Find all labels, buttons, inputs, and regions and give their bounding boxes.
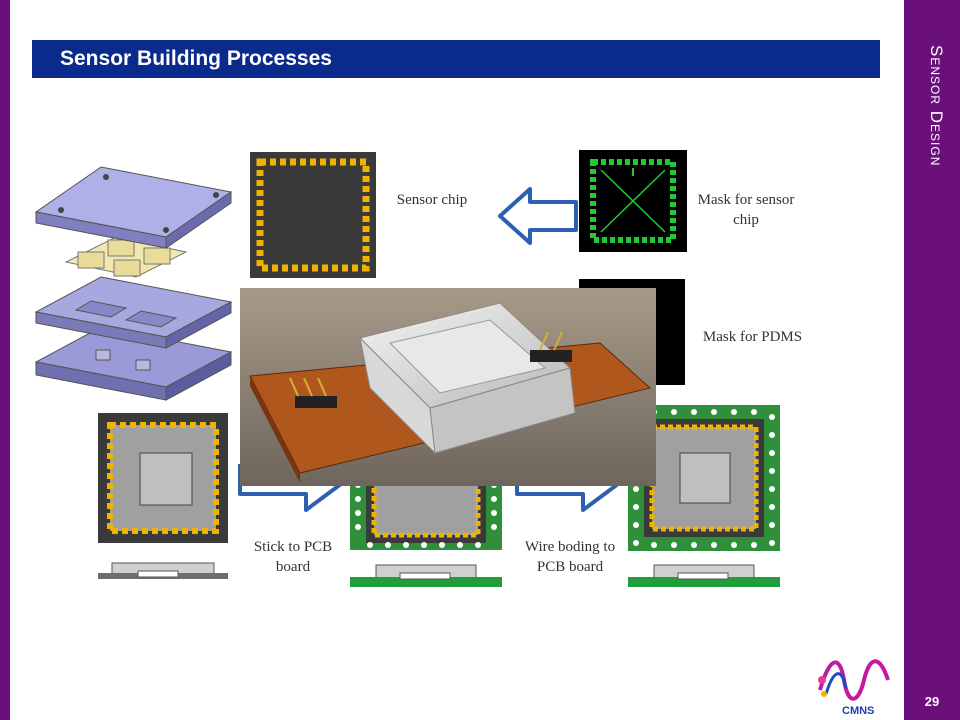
slide-title: Sensor Building Processes	[60, 47, 332, 70]
label-wire-bonding: Wire boding to PCB board	[524, 539, 616, 575]
cmns-logo-text: CMNS	[842, 705, 874, 717]
title-bar	[32, 40, 880, 78]
left-arrow-icon	[498, 187, 578, 245]
exploded-assembly-diagram	[16, 152, 246, 412]
label-stick-pcb: Stick to PCB board	[253, 539, 333, 575]
sensor-chip-image	[250, 152, 376, 278]
right-sidebar	[904, 0, 960, 720]
page-number: 29	[924, 694, 940, 709]
label-mask-pdms: Mask for PDMS	[702, 329, 803, 345]
left-accent-bar	[0, 0, 10, 720]
assembled-sensor-photo	[240, 288, 656, 486]
mask-sensor-chip-image	[579, 150, 687, 252]
label-sensor-chip: Sensor chip	[396, 192, 468, 208]
side-title: Sensor Design	[927, 45, 946, 167]
cmns-logo: CMNS	[818, 659, 890, 717]
chip-step-1	[98, 413, 228, 579]
label-mask-sensor-chip: Mask for sensor chip	[697, 192, 795, 228]
